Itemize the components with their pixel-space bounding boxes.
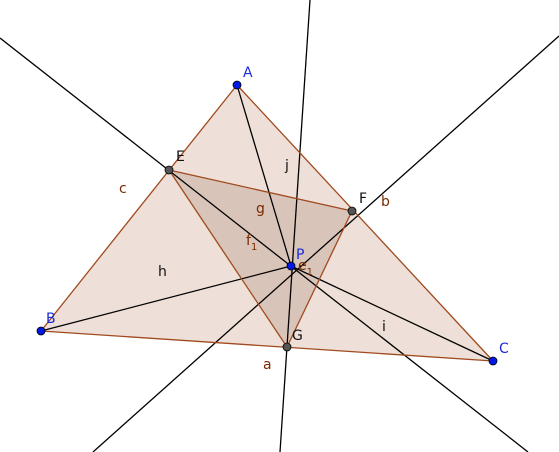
segment-e1[interactable] (286, 210, 353, 348)
segment-j[interactable] (236, 84, 292, 267)
label-a: A (243, 65, 253, 81)
segment-f1[interactable] (168, 169, 288, 348)
line-through-e-p[interactable] (0, 37, 529, 452)
label-f: F (359, 191, 367, 207)
label-p: P (296, 247, 304, 263)
label-seg-j: j (284, 158, 289, 174)
point-f[interactable] (347, 206, 357, 216)
point-g[interactable] (282, 342, 292, 352)
point-e[interactable] (164, 165, 174, 175)
label-seg-f1: f1 (246, 233, 257, 253)
line-through-f-p[interactable] (92, 35, 559, 452)
label-seg-c: c (119, 181, 127, 197)
side-b[interactable] (236, 84, 494, 362)
segment-i[interactable] (290, 265, 494, 362)
label-seg-a: a (263, 357, 272, 373)
label-g: G (292, 328, 303, 344)
side-c[interactable] (40, 84, 238, 332)
label-seg-h: h (158, 264, 167, 280)
line-through-g-p[interactable] (279, 0, 311, 452)
point-p[interactable] (286, 261, 296, 271)
label-e: E (176, 149, 185, 165)
label-c: C (499, 341, 509, 357)
side-a[interactable] (40, 330, 494, 362)
triangle-efg (169, 170, 352, 347)
label-seg-b: b (381, 194, 390, 210)
label-seg-i: i (382, 319, 386, 335)
point-b[interactable] (36, 326, 46, 336)
label-seg-e1: e1 (298, 258, 313, 278)
segment-g[interactable] (168, 169, 353, 212)
point-c[interactable] (488, 356, 498, 366)
segment-h[interactable] (40, 265, 292, 332)
label-seg-g: g (256, 201, 265, 217)
point-a[interactable] (232, 80, 242, 90)
label-b: B (46, 311, 56, 327)
